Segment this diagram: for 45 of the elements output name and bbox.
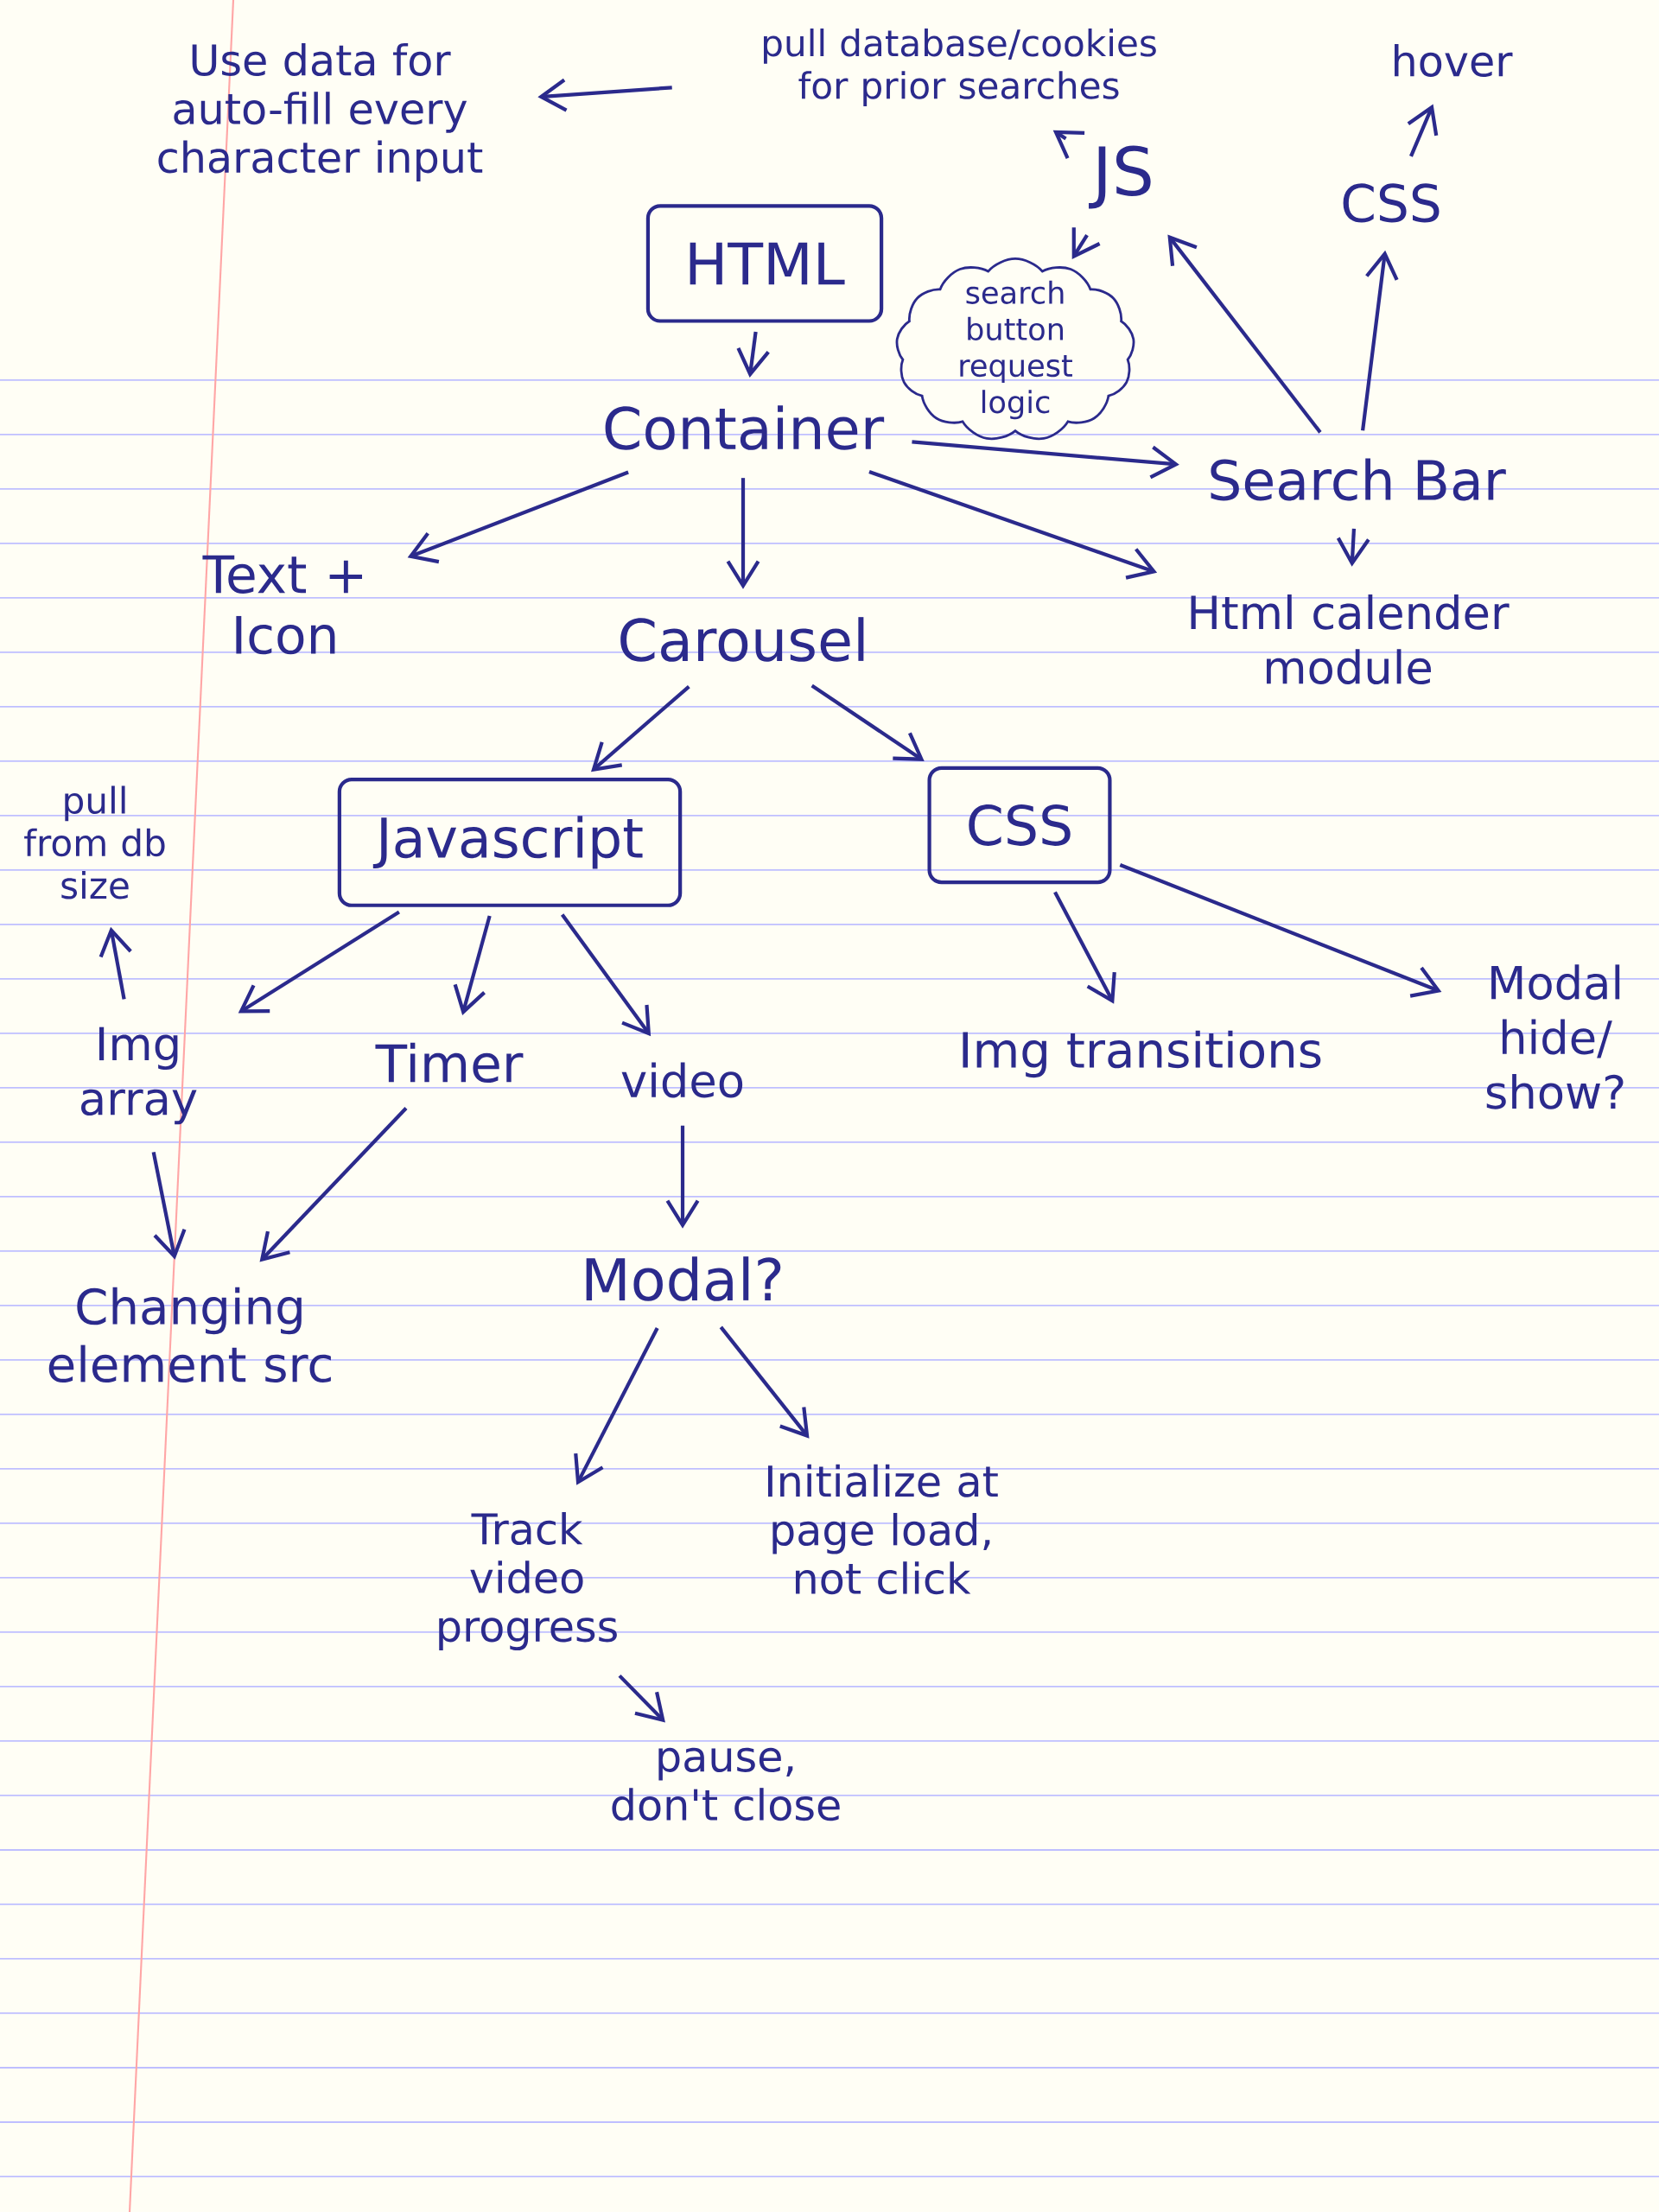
handwritten-label: JS bbox=[1089, 145, 1151, 209]
arrow bbox=[99, 926, 132, 1000]
arrow bbox=[151, 1152, 187, 1260]
handwritten-label: Text + Icon bbox=[202, 555, 362, 655]
handwritten-label: Container bbox=[605, 405, 885, 450]
arrow bbox=[1119, 862, 1442, 998]
arrow bbox=[453, 915, 492, 1015]
boxed-label: Javascript bbox=[337, 778, 683, 907]
handwritten-label: Img transitions bbox=[963, 1030, 1321, 1078]
arrow bbox=[868, 470, 1158, 580]
handwritten-label: Timer bbox=[375, 1042, 524, 1084]
arrow bbox=[912, 440, 1179, 480]
arrow bbox=[238, 910, 401, 1014]
handwritten-label: CSS bbox=[1343, 183, 1440, 223]
arrow bbox=[574, 1327, 659, 1485]
arrow bbox=[560, 913, 652, 1037]
arrow bbox=[1361, 250, 1399, 431]
arrow bbox=[407, 470, 629, 564]
handwritten-label: Search Bar bbox=[1211, 458, 1506, 501]
arrow bbox=[726, 478, 760, 589]
boxed-label: HTML bbox=[645, 204, 884, 323]
arrow bbox=[1167, 234, 1322, 434]
handwritten-label: hover bbox=[1395, 43, 1513, 78]
arrow bbox=[259, 1107, 408, 1262]
handwritten-label: Carousel bbox=[620, 617, 864, 662]
thought-cloud: search button request logic bbox=[895, 257, 1135, 441]
handwritten-label: Initialize at page load, not click bbox=[767, 1464, 998, 1595]
handwritten-label: Html calender module bbox=[1191, 594, 1510, 685]
handwritten-label: Changing element src bbox=[48, 1287, 331, 1383]
handwritten-label: pause, don't close bbox=[612, 1747, 840, 1821]
handwritten-label: Use data for auto-fill every character input bbox=[158, 42, 483, 182]
handwritten-label: pull database/cookies for prior searches bbox=[764, 29, 1156, 106]
handwritten-label: Modal? bbox=[586, 1256, 781, 1301]
arrow bbox=[810, 683, 925, 761]
arrow bbox=[537, 78, 672, 112]
arrow bbox=[719, 1325, 810, 1439]
handwritten-label: Modal hide/ show? bbox=[1486, 964, 1624, 1109]
handwritten-label: Track video progress bbox=[439, 1511, 617, 1651]
handwritten-label: pull from db size bbox=[24, 785, 165, 899]
handwritten-label: video bbox=[621, 1062, 743, 1098]
arrow bbox=[665, 1125, 700, 1229]
boxed-label: CSS bbox=[927, 766, 1112, 885]
arrow bbox=[1053, 891, 1116, 1004]
arrow bbox=[591, 684, 690, 772]
handwritten-label: Img array bbox=[81, 1027, 197, 1125]
